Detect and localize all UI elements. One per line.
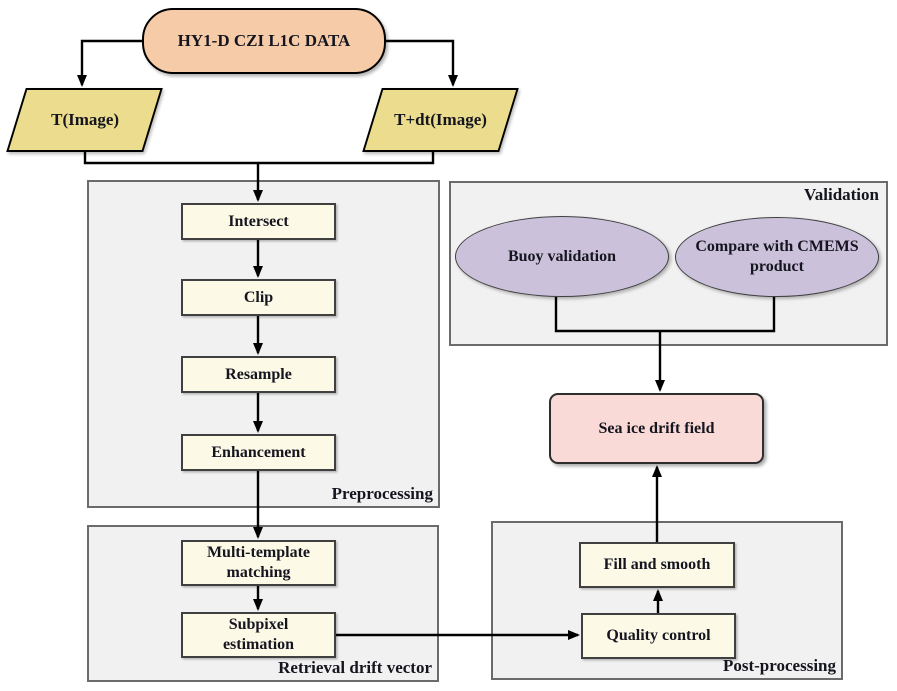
step-enhancement-label: Enhancement (211, 443, 306, 461)
step-clip-label: Clip (243, 288, 274, 306)
input-left-parallelogram: T(Image) (6, 88, 163, 152)
group-postprocessing-label: Post-processing (722, 656, 836, 675)
input-right-label: T+dt(Image) (394, 110, 487, 130)
validation-buoy-ellipse: Buoy validation (455, 216, 669, 297)
connector-inputs-junction (85, 152, 433, 163)
validation-cmems-label: Compare with CMEMS product (695, 238, 859, 275)
step-subpixel-estimation-label: Subpixel estimation (222, 616, 295, 653)
connector-source-to-left-input (77, 41, 142, 87)
step-quality-control-label: Quality control (606, 627, 711, 644)
step-intersect-label: Intersect (228, 212, 289, 230)
step-fill-and-smooth: Fill and smooth (579, 542, 735, 588)
step-enhancement: Enhancement (181, 434, 336, 471)
step-quality-control: Quality control (581, 613, 736, 659)
source-data-node: HY1-D CZI L1C DATA (142, 8, 386, 74)
input-right-parallelogram: T+dt(Image) (362, 88, 519, 152)
group-preprocessing-label: Preprocessing (331, 484, 433, 503)
validation-buoy-label: Buoy validation (507, 247, 617, 265)
step-subpixel-estimation: Subpixel estimation (181, 612, 336, 658)
group-validation-label: Validation (804, 185, 879, 204)
connector-validation-junction (556, 297, 774, 331)
validation-cmems-ellipse: Compare with CMEMS product (675, 217, 879, 297)
step-fill-and-smooth-label: Fill and smooth (603, 556, 711, 573)
group-retrieval-label: Retrieval drift vector (278, 658, 432, 677)
output-label: Sea ice drift field (598, 419, 715, 437)
source-data-label: HY1-D CZI L1C DATA (177, 31, 351, 51)
step-multitemplate-matching: Multi-template matching (181, 540, 336, 586)
step-resample: Resample (181, 356, 336, 393)
input-left-label: T(Image) (50, 110, 119, 130)
step-intersect: Intersect (181, 203, 336, 240)
output-sea-ice-drift-field: Sea ice drift field (549, 393, 764, 464)
step-multitemplate-matching-label: Multi-template matching (206, 544, 311, 581)
step-clip: Clip (181, 279, 336, 316)
step-resample-label: Resample (225, 365, 292, 383)
connector-source-to-right-input (385, 41, 458, 87)
